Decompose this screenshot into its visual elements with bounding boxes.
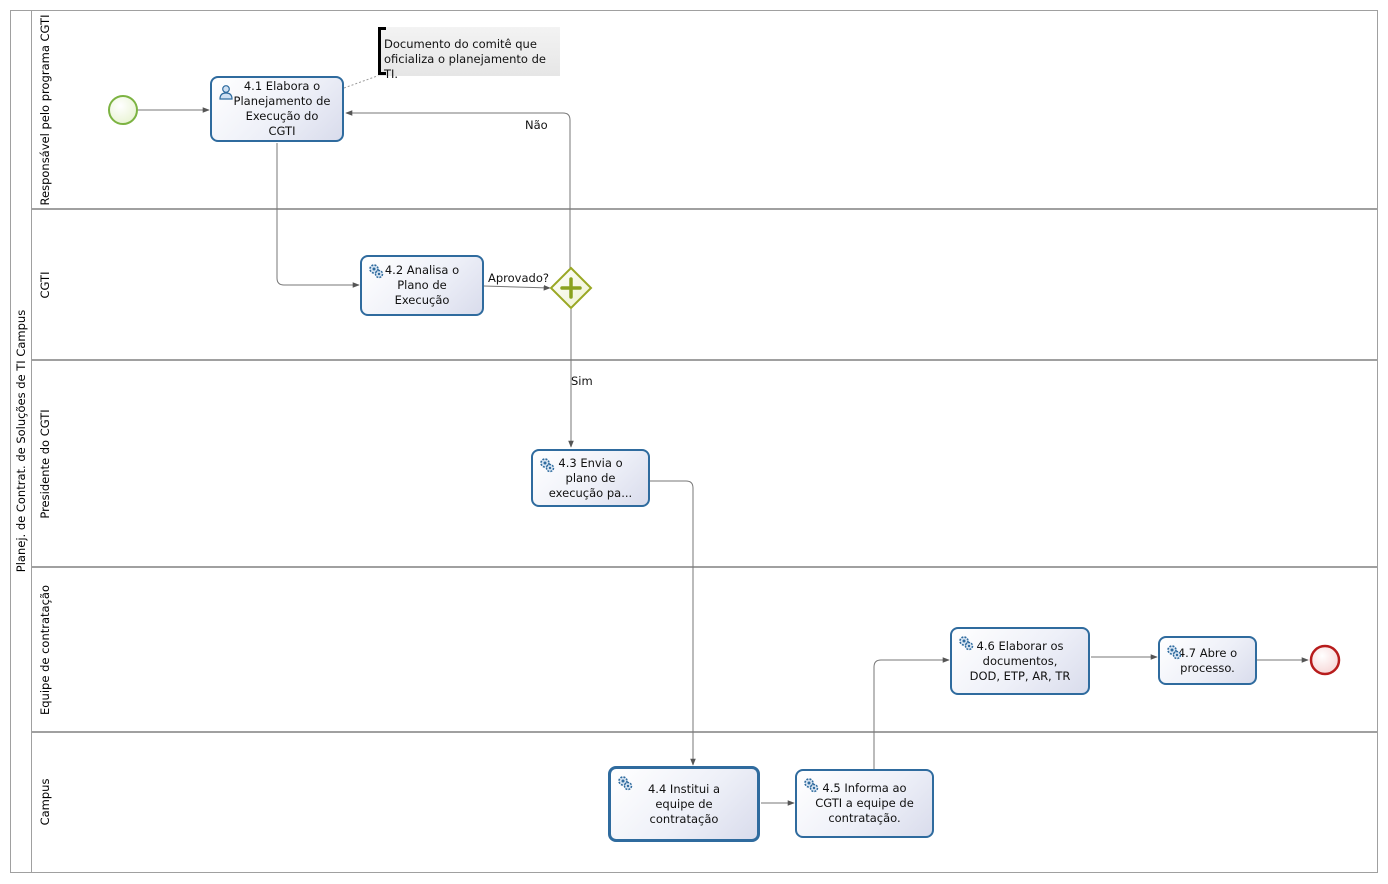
start-event xyxy=(108,95,138,125)
flow-4-5-to-4-6 xyxy=(873,657,950,769)
parallel-gateway-icon xyxy=(549,266,593,310)
flow-gateway-no-to-4-1 xyxy=(345,110,571,268)
flow-4-3-to-4-4 xyxy=(650,480,696,766)
pool-frame xyxy=(10,10,1378,873)
flow-4-2-to-gateway xyxy=(483,285,551,291)
end-event xyxy=(1309,644,1341,676)
flow-4-1-to-4-2 xyxy=(276,143,360,288)
annotation-association xyxy=(343,74,381,89)
